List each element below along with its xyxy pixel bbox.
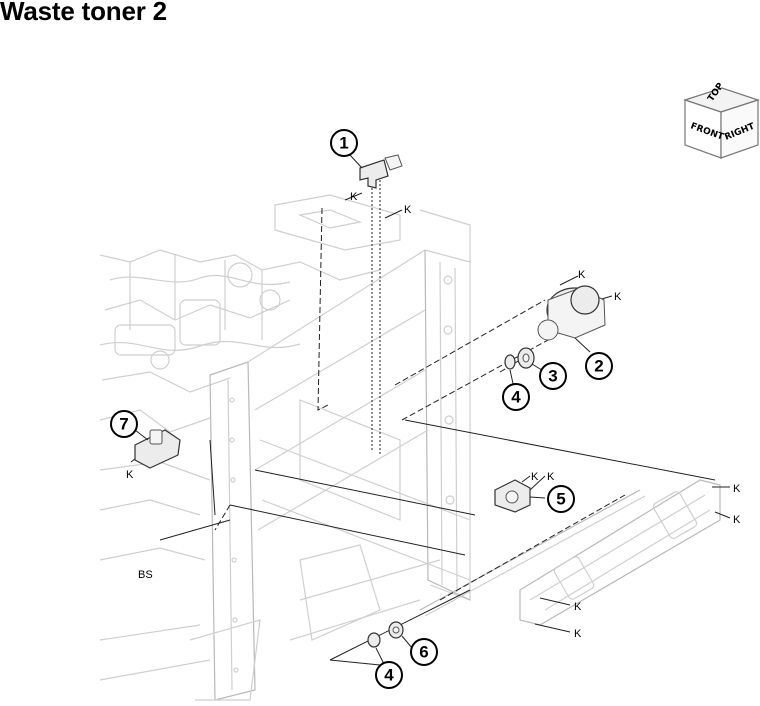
k-label: K	[350, 191, 358, 203]
svg-text:4: 4	[384, 666, 394, 685]
machine-frame	[99, 194, 721, 701]
part-5-bracket	[494, 479, 546, 513]
callout-5: 5	[547, 485, 575, 513]
callout-6: 6	[410, 638, 438, 666]
k-label: K	[614, 291, 622, 303]
callout-3: 3	[539, 362, 567, 390]
part-4-bushing-lower	[367, 632, 385, 665]
fastener-labels: K K K K K K K K K K K BS	[126, 191, 741, 640]
svg-text:3: 3	[548, 367, 557, 386]
callout-4-upper: 4	[502, 383, 530, 411]
part-4-bushing-upper	[504, 354, 516, 389]
k-label: K	[126, 469, 134, 481]
part-7-sensor	[134, 429, 181, 469]
k-label: K	[733, 483, 741, 495]
k-label: K	[733, 514, 741, 526]
part-6-bushing	[388, 621, 413, 649]
svg-text:6: 6	[419, 643, 428, 662]
k-label: K	[574, 601, 582, 613]
svg-text:7: 7	[119, 415, 128, 434]
callout-1: 1	[330, 129, 363, 169]
k-label: K	[547, 471, 555, 483]
svg-text:5: 5	[556, 490, 565, 509]
page-title: Waste toner 2	[0, 0, 167, 26]
part-1-clip	[359, 154, 403, 189]
part-2-motor-assembly	[537, 285, 606, 353]
callout-4-lower: 4	[375, 661, 403, 689]
orientation-cube: TOP FRONT RIGHT	[683, 81, 760, 159]
svg-text:1: 1	[339, 134, 348, 153]
bs-label: BS	[138, 569, 153, 581]
k-label: K	[578, 269, 586, 281]
callout-7: 7	[110, 410, 138, 438]
svg-text:4: 4	[511, 388, 521, 407]
assembly-lines	[130, 180, 731, 666]
k-label: K	[574, 628, 582, 640]
k-label: K	[531, 471, 539, 483]
k-label: K	[404, 204, 412, 216]
part-3-gear	[517, 347, 546, 373]
svg-text:2: 2	[594, 357, 603, 376]
callout-2: 2	[585, 352, 613, 380]
